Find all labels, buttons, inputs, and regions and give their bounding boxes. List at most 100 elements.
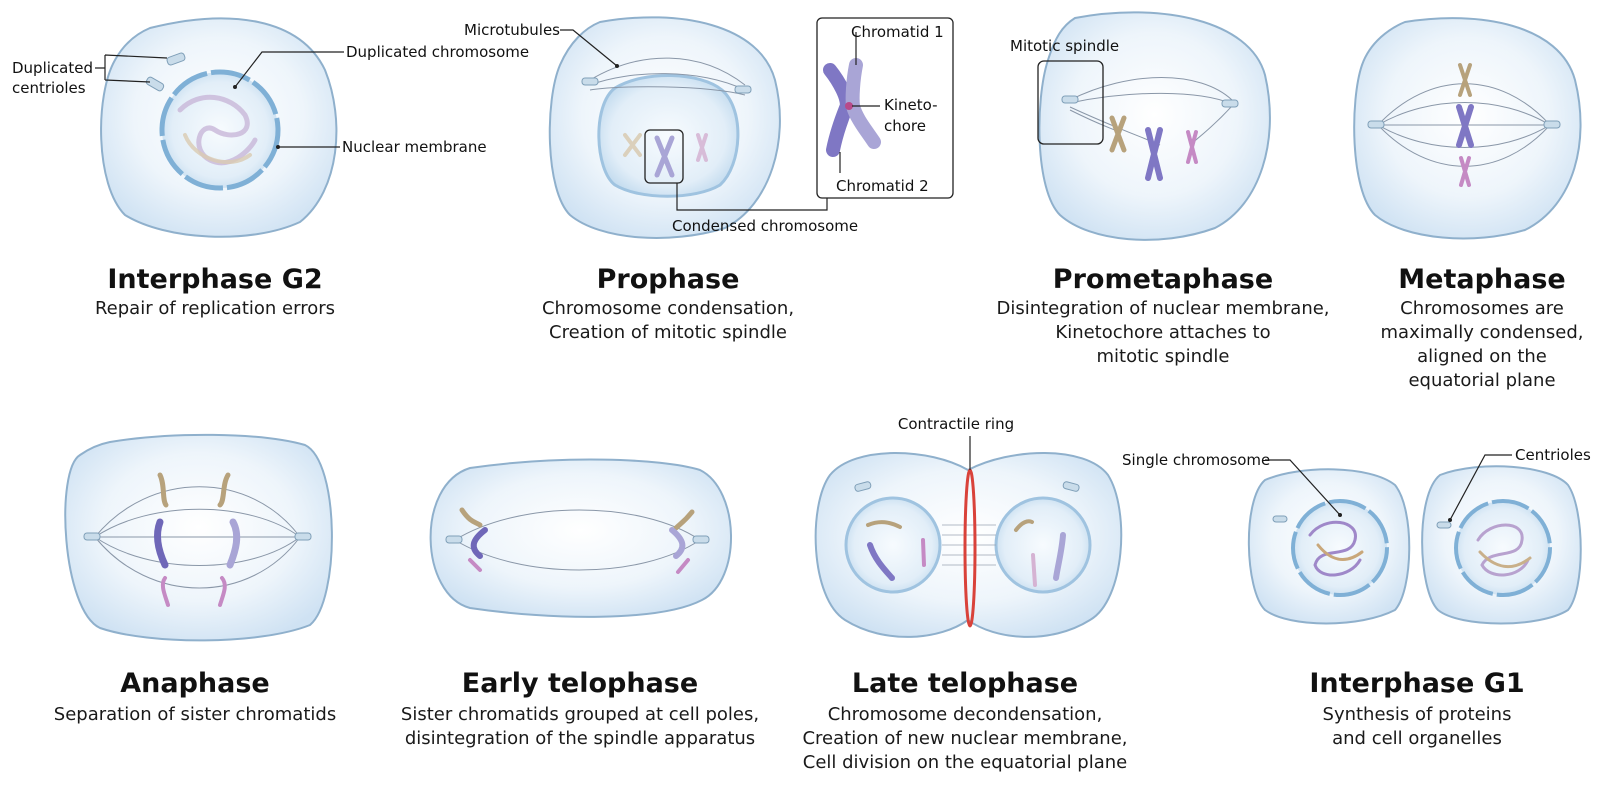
chromosome [654, 135, 675, 178]
stage-desc-line: disintegration of the spindle apparatus [405, 728, 755, 749]
cell-membrane [1038, 11, 1271, 241]
microtubule-lines [1069, 77, 1233, 146]
centriole-icon [1272, 515, 1288, 523]
stage-title: Prophase [597, 264, 740, 295]
stage-desc-line: and cell organelles [1332, 728, 1502, 749]
label-chromatid-2: Chromatid 2 [836, 177, 929, 195]
callout-microtubules: Microtubules [464, 21, 619, 68]
centriole-icon [145, 52, 186, 92]
stage-title: Metaphase [1398, 264, 1565, 295]
stage-desc-line: Creation of new nuclear membrane, [802, 728, 1127, 749]
cell-late-telophase [814, 452, 1123, 638]
stage-desc-line: mitotic spindle [1097, 346, 1230, 367]
callout-condensed-chromosome: Condensed chromosome [672, 183, 858, 235]
microtubule-lines [589, 57, 746, 96]
centriole-icon [1062, 481, 1080, 492]
stage-desc-line: Synthesis of proteins [1323, 704, 1512, 725]
mitotic-spindle-box [1037, 60, 1104, 145]
condensed-chromosome-box [644, 129, 684, 184]
label-nuclear-membrane: Nuclear membrane [342, 138, 487, 156]
nucleus [994, 496, 1092, 594]
nucleus [1454, 499, 1552, 597]
cell-interphase-g1-right [1421, 465, 1582, 625]
midbody-fibers [942, 524, 996, 566]
stage-desc-line: Chromosomes are [1400, 298, 1564, 319]
label-centrioles: Centrioles [1515, 446, 1591, 464]
stage-title: Late telophase [852, 668, 1078, 699]
cell-interphase-g2 [100, 17, 338, 238]
centriole-icon [445, 535, 463, 544]
callout-duplicated-centrioles: Duplicated centrioles [12, 54, 168, 97]
stage-desc-line: Sister chromatids grouped at cell poles, [401, 704, 759, 725]
callout-centrioles: Centrioles [1448, 446, 1591, 522]
chromosome [866, 519, 1066, 587]
stage-title: Interphase G2 [107, 264, 322, 295]
chromatin [1476, 523, 1530, 577]
centriole-icon [1061, 95, 1079, 104]
centriole-icon [294, 532, 312, 541]
chromosome-detail-inset: Chromatid 1 Kineto- chore Chromatid 2 [816, 17, 954, 199]
cell-prophase [548, 16, 781, 239]
cell-membrane [429, 458, 732, 618]
nucleus [844, 496, 942, 594]
cell-metaphase [1353, 17, 1582, 240]
cell-membrane [64, 433, 333, 642]
label-condensed-chromosome: Condensed chromosome [672, 217, 858, 235]
stage-caption-prophase: Prophase Chromosome condensation, Creati… [542, 264, 794, 343]
cell-early-telophase [429, 458, 732, 618]
stage-caption-early-telophase: Early telophase Sister chromatids groupe… [401, 668, 759, 749]
centriole-icon [1543, 120, 1561, 129]
cell-anaphase [64, 433, 333, 642]
callout-duplicated-chromosome: Duplicated chromosome [233, 43, 529, 89]
stage-desc-line: Repair of replication errors [95, 298, 335, 319]
chromosome [623, 133, 708, 162]
stage-desc-line: equatorial plane [1408, 370, 1555, 391]
stage-title: Anaphase [120, 668, 270, 699]
chromatin [1308, 520, 1362, 577]
stage-title: Prometaphase [1053, 264, 1273, 295]
stage-title: Early telophase [462, 668, 698, 699]
centriole-icon [1367, 120, 1385, 129]
centriole-icon [1436, 521, 1452, 529]
stage-desc-line: Creation of mitotic spindle [549, 322, 787, 343]
label-chromatid-1: Chromatid 1 [851, 23, 944, 41]
centriole-icon [854, 481, 872, 492]
label-mitotic-spindle: Mitotic spindle [1010, 37, 1119, 55]
stage-caption-metaphase: Metaphase Chromosomes are maximally cond… [1381, 264, 1584, 391]
stage-title: Interphase G1 [1309, 668, 1524, 699]
chromosome [1456, 63, 1474, 187]
callout-nuclear-membrane: Nuclear membrane [276, 138, 487, 156]
callout-single-chromosome: Single chromosome [1122, 451, 1342, 517]
label-duplicated-centrioles-2: centrioles [12, 79, 86, 97]
chromosome [154, 472, 241, 607]
chromosome [1109, 115, 1198, 181]
kinetochore-icon [845, 102, 853, 110]
stage-caption-anaphase: Anaphase Separation of sister chromatids [54, 668, 336, 725]
stage-caption-interphase-g2: Interphase G2 Repair of replication erro… [95, 264, 335, 319]
label-kinetochore-1: Kineto- [884, 96, 938, 114]
callout-contractile-ring: Contractile ring [898, 415, 1014, 470]
centriole-icon [1221, 99, 1239, 108]
centriole-icon [692, 535, 710, 544]
stage-caption-interphase-g1: Interphase G1 Synthesis of proteins and … [1309, 668, 1524, 749]
stage-desc-line: aligned on the [1417, 346, 1547, 367]
label-contractile-ring: Contractile ring [898, 415, 1014, 433]
label-kinetochore-2: chore [884, 117, 926, 135]
cell-prometaphase [1037, 11, 1271, 241]
chromosome [459, 507, 695, 574]
centriole-icon [83, 532, 101, 541]
stage-desc-line: Disintegration of nuclear membrane, [996, 298, 1329, 319]
label-single-chromosome: Single chromosome [1122, 451, 1270, 469]
stage-desc-line: maximally condensed, [1381, 322, 1584, 343]
stage-caption-prometaphase: Prometaphase Disintegration of nuclear m… [996, 264, 1329, 367]
stage-desc-line: Separation of sister chromatids [54, 704, 336, 725]
stage-desc-line: Chromosome condensation, [542, 298, 794, 319]
nucleus [1291, 499, 1389, 597]
centriole-icon [734, 85, 752, 94]
label-duplicated-centrioles-1: Duplicated [12, 59, 93, 77]
nucleus [597, 73, 740, 198]
stage-caption-late-telophase: Late telophase Chromosome decondensation… [802, 668, 1127, 773]
stage-desc-line: Chromosome decondensation, [828, 704, 1103, 725]
label-duplicated-chromosome: Duplicated chromosome [346, 43, 529, 61]
